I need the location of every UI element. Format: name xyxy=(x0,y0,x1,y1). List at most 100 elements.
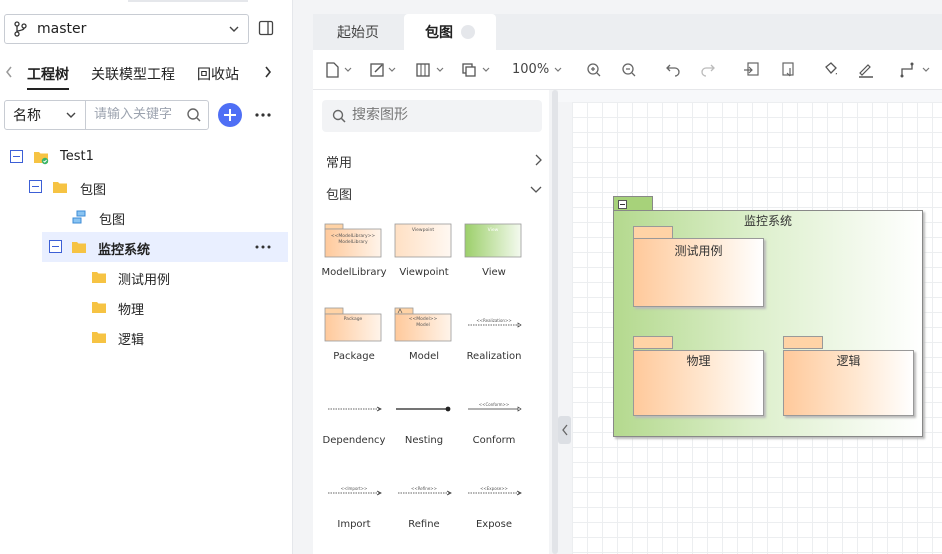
edit-icon[interactable] xyxy=(369,62,399,78)
shape-import[interactable]: <<Import>> Import xyxy=(324,475,384,530)
tree-item-package-folder[interactable]: 包图 xyxy=(0,172,293,202)
zoom-out-icon[interactable] xyxy=(621,62,637,78)
package-tab xyxy=(783,336,823,349)
undo-icon[interactable] xyxy=(665,62,681,78)
collapse-toggle-icon[interactable] xyxy=(10,150,23,163)
shape-inner-label: Package xyxy=(344,316,363,322)
tab-linked-models[interactable]: 关联模型工程 xyxy=(91,67,175,83)
tab-recycle-bin[interactable]: 回收站 xyxy=(197,67,239,83)
package-logical[interactable] xyxy=(783,350,914,416)
shape-inner-label: <<Conform>> xyxy=(479,402,510,407)
shape-conform[interactable]: <<Conform>> Conform xyxy=(464,391,524,446)
tab-project-tree[interactable]: 工程树 xyxy=(27,64,69,90)
shape-refine[interactable]: <<Refine>> Refine xyxy=(394,475,454,530)
folder-icon xyxy=(72,242,86,253)
chevron-right-icon[interactable] xyxy=(263,64,273,80)
folder-icon xyxy=(92,332,106,343)
filter-select[interactable]: 名称 xyxy=(4,100,86,130)
more-icon[interactable] xyxy=(254,240,272,254)
export-icon[interactable] xyxy=(743,62,761,78)
import-icon[interactable] xyxy=(778,62,796,78)
tree-item-package-diagram[interactable]: 包图 xyxy=(0,202,293,232)
shape-label: Dependency xyxy=(322,435,386,446)
chevron-left-icon[interactable] xyxy=(4,64,14,80)
shape-palette: 常用 包图 <<ModelLibrary>>ModelLibrary Model… xyxy=(313,90,549,554)
collapse-toggle-icon[interactable] xyxy=(618,200,627,209)
shape-view[interactable]: View View xyxy=(464,223,524,278)
canvas-ruler xyxy=(558,90,942,102)
more-icon[interactable] xyxy=(254,106,272,124)
zoom-in-icon[interactable] xyxy=(586,62,602,78)
line-color-icon[interactable] xyxy=(857,62,875,78)
tree-item-label: 测试用例 xyxy=(118,273,171,288)
shape-realization[interactable]: <<Realization>> Realization xyxy=(464,307,524,362)
collapse-toggle-icon[interactable] xyxy=(49,240,62,253)
shape-inner-label: <<ModelLibrary>> xyxy=(331,233,376,239)
package-tab xyxy=(633,336,673,349)
package-tab xyxy=(613,196,653,211)
add-button[interactable] xyxy=(218,103,242,127)
palette-collapse-handle[interactable] xyxy=(558,416,571,444)
package-label: 物理 xyxy=(686,354,711,368)
view-shape-icon: View xyxy=(464,223,522,258)
diagram-icon xyxy=(72,210,86,224)
package-title: 监控系统 xyxy=(743,214,792,228)
shape-expose[interactable]: <<Expose>> Expose xyxy=(464,475,524,530)
package-test-cases[interactable] xyxy=(633,238,764,307)
shape-dependency[interactable]: Dependency xyxy=(323,391,385,446)
shape-nesting[interactable]: Nesting xyxy=(394,391,454,446)
search-icon[interactable] xyxy=(186,107,202,123)
tree-item-label: 包图 xyxy=(80,183,107,198)
shape-viewpoint[interactable]: Viewpoint Viewpoint xyxy=(394,223,454,278)
tree-item-logical[interactable]: 逻辑 xyxy=(0,322,293,352)
package-physical[interactable] xyxy=(633,350,764,416)
collapse-toggle-icon[interactable] xyxy=(29,180,42,193)
chevron-down-icon[interactable] xyxy=(553,62,563,78)
model-shape-icon: <<Model>>Model xyxy=(394,307,452,342)
palette-search-input[interactable] xyxy=(352,107,532,123)
branch-selector[interactable]: master xyxy=(4,14,249,44)
filter-selected: 名称 xyxy=(13,108,41,124)
shape-modellibrary[interactable]: <<ModelLibrary>>ModelLibrary ModelLibrar… xyxy=(322,223,387,278)
collapse-panel-icon[interactable] xyxy=(258,20,274,36)
zoom-level[interactable]: 100% xyxy=(512,62,550,77)
shape-label: Expose xyxy=(475,519,513,530)
toolbar: 100% xyxy=(313,50,942,90)
package-label: 逻辑 xyxy=(836,354,861,368)
new-file-icon[interactable] xyxy=(325,62,355,78)
tree-item-monitoring-system[interactable]: 监控系统 xyxy=(42,232,288,262)
redo-icon[interactable] xyxy=(700,62,716,78)
import-shape-icon: <<Import>> xyxy=(328,486,382,496)
realization-shape-icon: <<Realization>> xyxy=(468,318,522,328)
shape-model[interactable]: <<Model>>Model Model xyxy=(394,307,454,362)
plus-icon xyxy=(224,109,236,121)
section-common[interactable]: 常用 xyxy=(326,152,544,171)
keyword-input[interactable] xyxy=(94,107,180,122)
sidebar: master 工程树 关联模型工程 回收站 名称 Test1 xyxy=(0,0,293,554)
connector-style-icon[interactable] xyxy=(899,62,935,78)
palette-scrollbar[interactable] xyxy=(552,90,558,554)
tree-item-label: 物理 xyxy=(118,303,145,318)
shape-package[interactable]: Package Package xyxy=(324,307,384,362)
expose-shape-icon: <<Expose>> xyxy=(468,486,522,496)
tree-item-test-cases[interactable]: 测试用例 xyxy=(0,262,293,292)
fill-color-icon[interactable] xyxy=(822,62,840,78)
shape-label: Nesting xyxy=(404,435,444,446)
close-tab-icon[interactable] xyxy=(461,25,475,39)
shape-label: Conform xyxy=(472,435,516,446)
tab-package-diagram[interactable]: 包图 xyxy=(404,14,496,50)
shape-inner-label: ModelLibrary xyxy=(338,239,368,245)
layout-icon[interactable] xyxy=(415,62,447,78)
viewpoint-shape-icon: Viewpoint xyxy=(394,223,452,258)
editor-tabbar: 起始页 包图 xyxy=(313,14,942,50)
package-label: 测试用例 xyxy=(674,244,723,258)
tree-item-test1[interactable]: Test1 xyxy=(0,142,293,172)
copy-icon[interactable] xyxy=(461,62,493,78)
folder-icon xyxy=(92,272,106,283)
shape-label: Model xyxy=(408,351,440,362)
section-package-diagram[interactable]: 包图 xyxy=(326,184,544,203)
tab-start-page[interactable]: 起始页 xyxy=(313,14,403,50)
shape-label: Package xyxy=(333,351,375,362)
tree-item-physical[interactable]: 物理 xyxy=(0,292,293,322)
